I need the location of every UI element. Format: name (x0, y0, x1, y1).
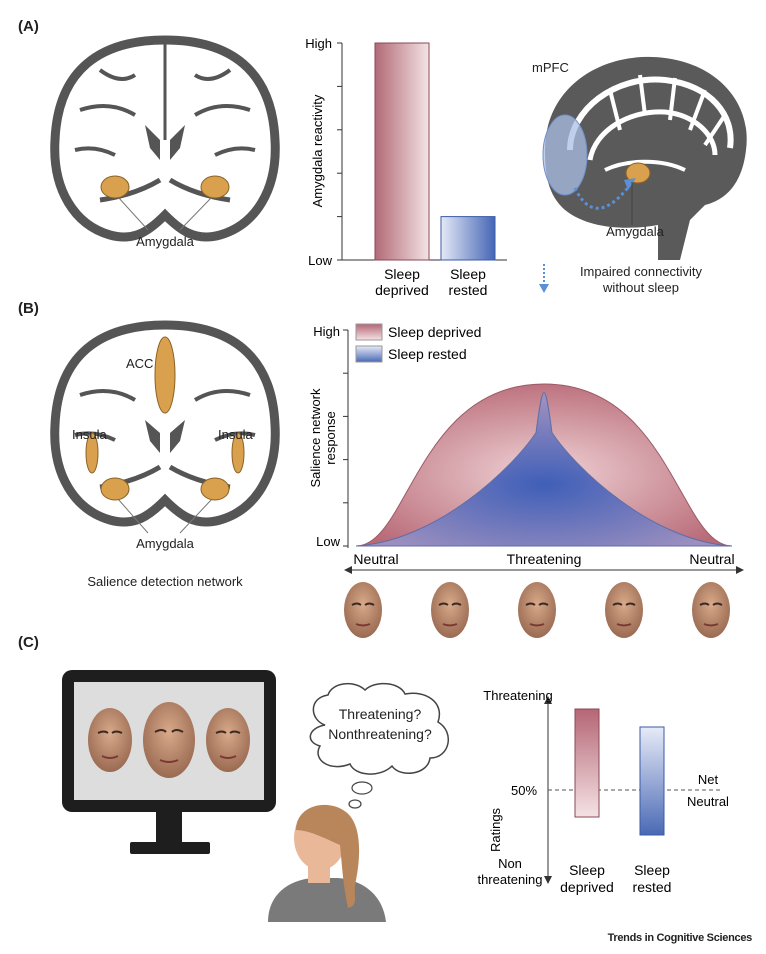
sulci-b (74, 389, 256, 442)
chartC-top-label: Threatening (483, 688, 552, 703)
thought-line1: Threatening? (338, 706, 422, 722)
chartA-x-label: Sleep (384, 266, 420, 282)
amygdala-sagittal (625, 162, 651, 184)
chartB-y-label-line2: response (323, 411, 338, 464)
sagittal-brain (542, 56, 747, 261)
bubble-dot-2 (348, 799, 362, 809)
chart-salience-response: High Low Salience network response Neutr… (308, 323, 744, 574)
chartC-mid-label: 50% (511, 783, 537, 798)
insula-right-label: Insula (218, 427, 253, 442)
face-thumbnail (431, 582, 469, 638)
amygdala-left (100, 175, 130, 199)
journal-name: Trends in Cognitive Sciences (607, 932, 753, 944)
gyri-white-3 (608, 74, 727, 147)
acc-region (154, 336, 176, 414)
chartB-y-label-line1: Salience network (308, 388, 323, 487)
chartC-x-label: Sleep (634, 862, 670, 878)
panel-label-a: (A) (18, 18, 39, 35)
insula-left-region (85, 432, 99, 474)
area-sleep-rested (355, 392, 733, 547)
mpfc-label: mPFC (532, 60, 569, 75)
chartA-bar-deprived (374, 42, 430, 261)
chartA-x-label: rested (449, 282, 488, 298)
amygdala-pointers-b (117, 498, 213, 534)
corpus-callosum (604, 159, 686, 172)
amygdala-left-b (100, 477, 130, 501)
legend-impaired-line2: without sleep (603, 280, 679, 295)
chartC-x-label: rested (633, 879, 672, 895)
dotted-arrow-legend-icon (539, 264, 549, 293)
chartA-x-label: deprived (375, 282, 429, 298)
chartA-tick-high: High (305, 36, 332, 51)
chart-ratings: Threatening 50% Non threatening Ratings … (477, 688, 729, 895)
connectivity-arrowhead (624, 178, 636, 190)
temporal-lines (99, 177, 231, 203)
amygdala-right-b (200, 477, 230, 501)
insula-left-label: Insula (72, 427, 107, 442)
chartC-bottom-label-line1: Non (498, 856, 522, 871)
screen-face-3 (206, 708, 250, 772)
chartC-bar-rested (639, 726, 665, 836)
brain-outline-b (50, 320, 280, 527)
face-thumbnail (344, 582, 382, 638)
salience-caption: Salience detection network (87, 574, 243, 589)
amygdala-label-b: Amygdala (136, 536, 194, 551)
chartA-y-label: Amygdala reactivity (310, 94, 325, 207)
person-figure (268, 804, 386, 922)
insula-right-region (231, 432, 245, 474)
face-thumbnail (605, 582, 643, 638)
screen-face-1 (88, 708, 132, 772)
mpfc-region (542, 114, 588, 196)
chartB-x-label-right: Neutral (689, 551, 734, 567)
monitor-neck (156, 812, 182, 842)
ventricles (145, 125, 185, 160)
net-label: Net (698, 772, 719, 787)
faces-row (340, 578, 750, 648)
amygdala-right (200, 175, 230, 199)
bubble-cloud (309, 682, 449, 775)
thought-bubble (309, 682, 449, 809)
chartC-y-label: Ratings (488, 807, 503, 852)
computer-monitor (62, 670, 276, 854)
amygdala-label-a: Amygdala (136, 234, 194, 249)
chartA-tick-low: Low (308, 253, 332, 268)
chartC-bottom-label-line2: threatening (477, 872, 542, 887)
chartA-x-label: Sleep (450, 266, 486, 282)
chartB-tick-low: Low (316, 534, 340, 549)
person-hair (296, 804, 360, 908)
face-thumbnail (518, 582, 556, 638)
ventricles-b (145, 420, 185, 453)
connectivity-arrow (573, 184, 632, 210)
face-thumbnail (692, 582, 730, 638)
coronal-brain-a (50, 35, 280, 242)
chartA-bar-rested (440, 216, 496, 261)
amygdala-label-sagittal: Amygdala (606, 224, 664, 239)
chartB-legend-swatch (355, 323, 383, 341)
thought-line2: Nonthreatening? (328, 726, 432, 742)
bubble-dot-1 (351, 781, 373, 795)
panel-label-c: (C) (18, 634, 39, 651)
sulci (74, 68, 256, 157)
chartB-legend-label: Sleep rested (388, 346, 467, 362)
gyri-white-2 (587, 109, 718, 161)
chartC-bar-deprived (574, 708, 600, 818)
chartB-x-label-center: Threatening (507, 551, 582, 567)
chartB-legend-swatch (355, 345, 383, 363)
person-shoulders (268, 878, 386, 922)
amygdala-pointer-lines (117, 196, 213, 231)
screen-face-2 (143, 702, 195, 778)
legend-impaired-line1: Impaired connectivity (579, 264, 703, 279)
acc-label: ACC (126, 356, 154, 371)
chartB-legend-label: Sleep deprived (388, 324, 481, 340)
neutral-label: Neutral (687, 794, 729, 809)
chartC-x-label: Sleep (569, 862, 605, 878)
monitor-base (130, 842, 210, 854)
chartB-tick-high: High (313, 324, 340, 339)
chartC-x-label: deprived (560, 879, 614, 895)
coronal-brain-b (50, 320, 280, 534)
chart-amygdala-reactivity: High Low Amygdala reactivity Sleepdepriv… (305, 36, 507, 298)
panel-label-b: (B) (18, 300, 39, 317)
chartB-x-label-left: Neutral (353, 551, 398, 567)
